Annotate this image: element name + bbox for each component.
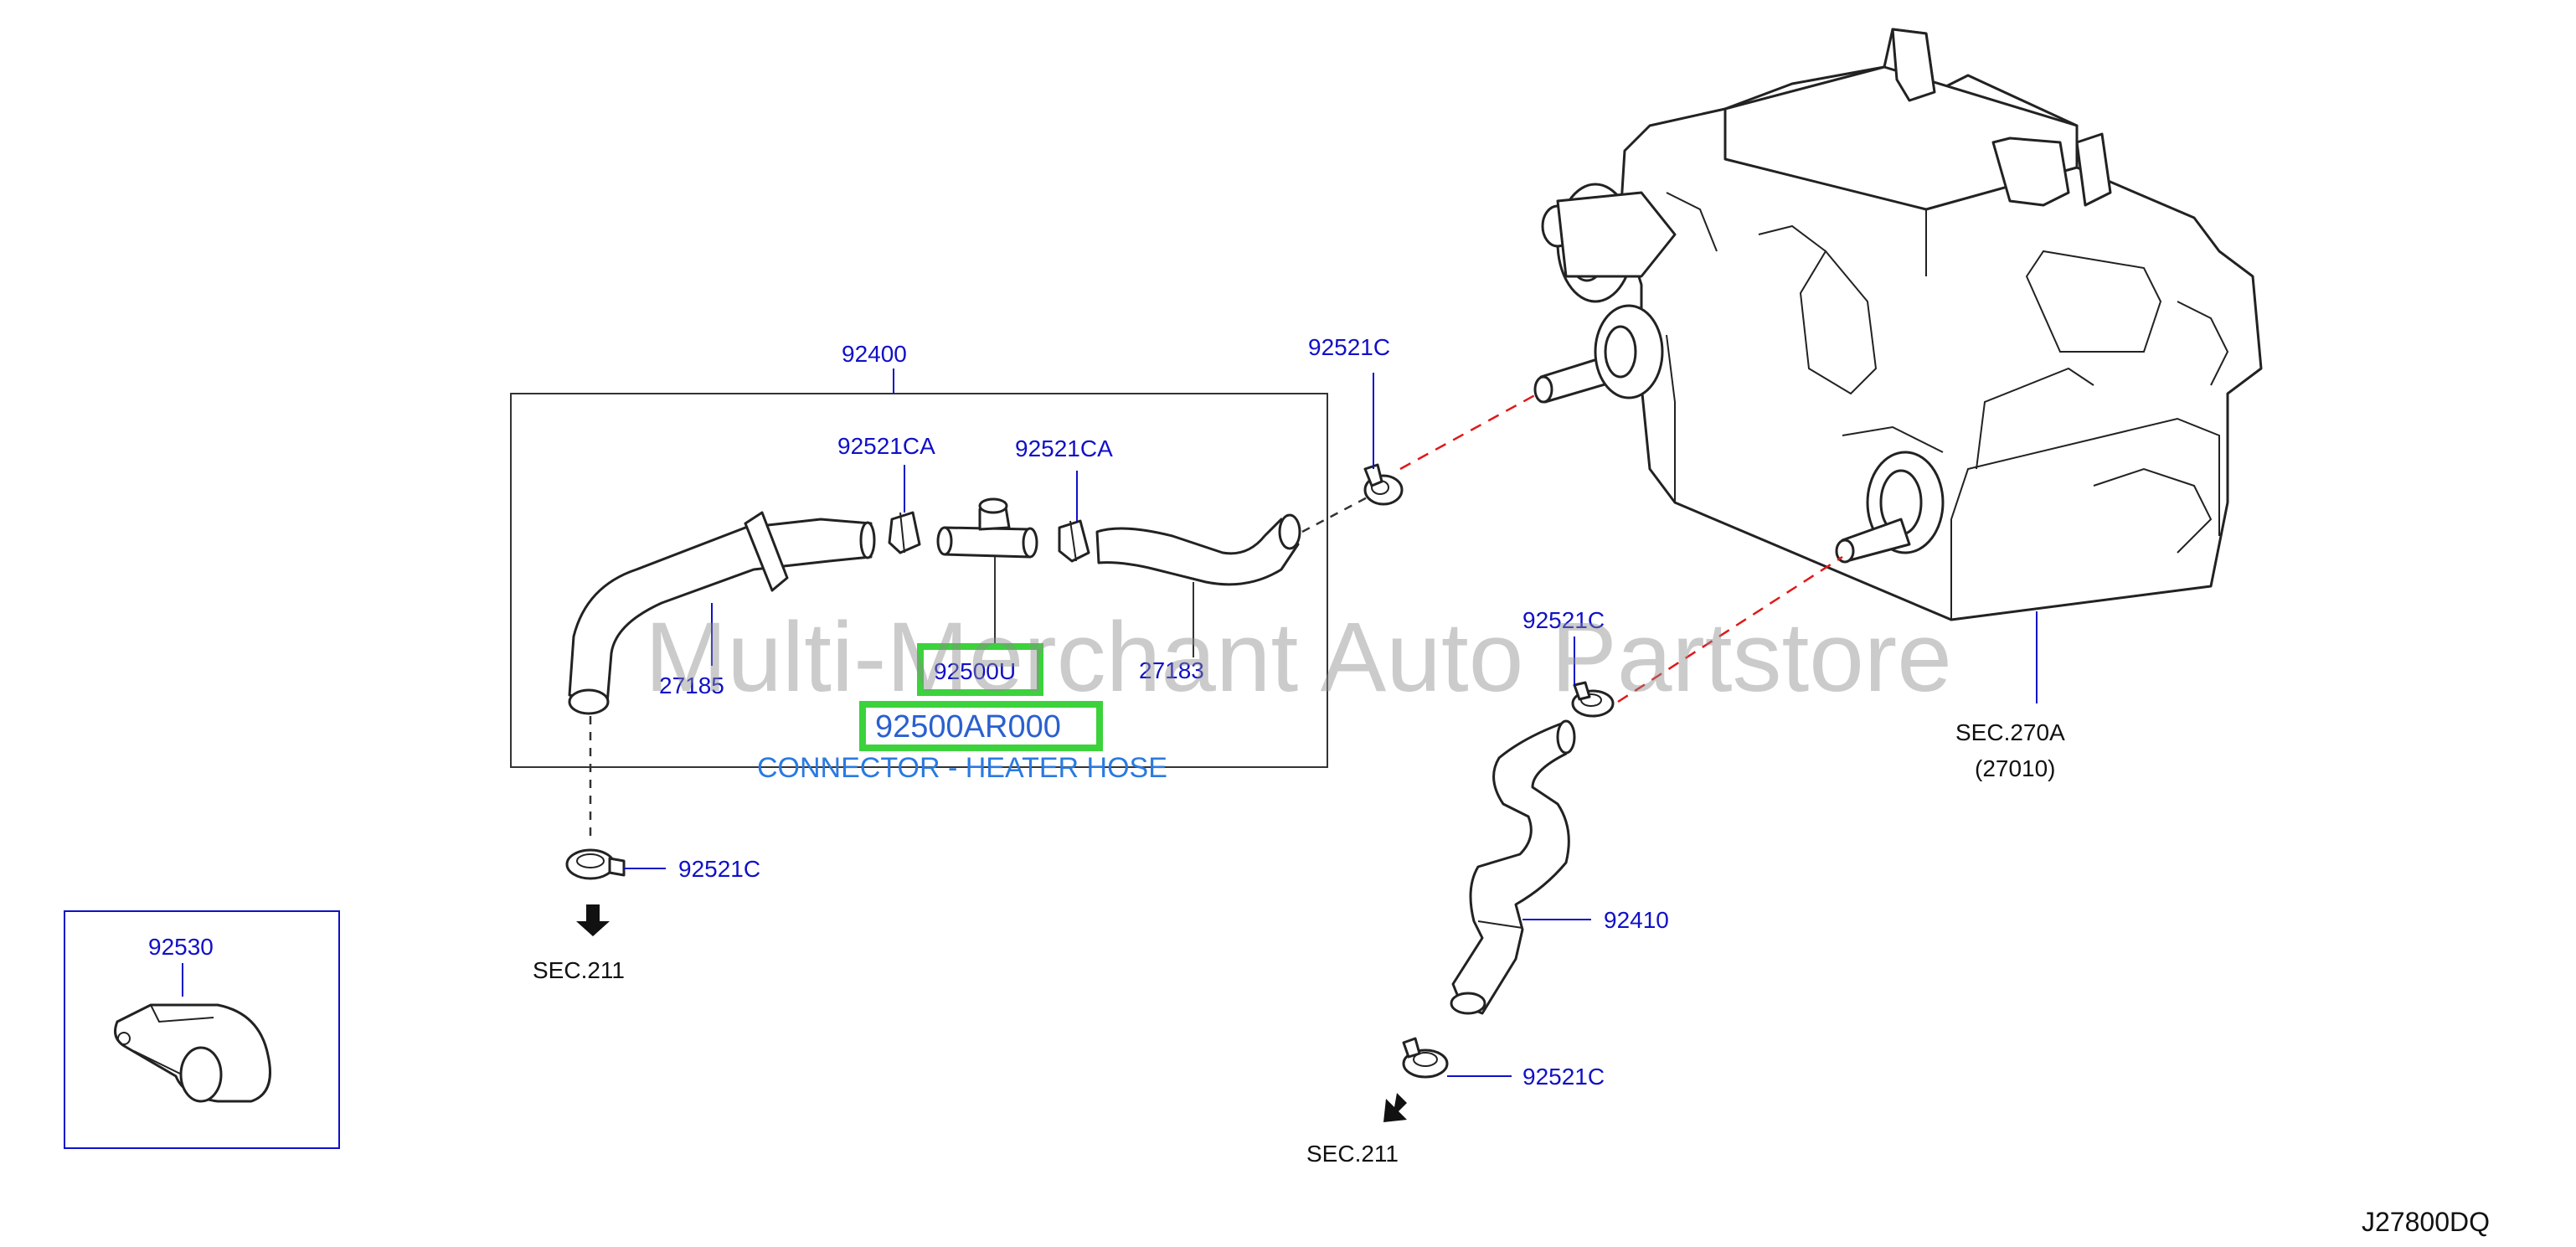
clamp-92521ca-right-drawing bbox=[1058, 519, 1090, 563]
dash-leader-27183 bbox=[1301, 492, 1374, 533]
section-sec270a: SEC.270A bbox=[1955, 719, 2065, 745]
hose-27183-drawing bbox=[1095, 513, 1301, 586]
highlight-box-92500u bbox=[917, 643, 1043, 696]
highlight-box-part-number bbox=[859, 701, 1103, 751]
label-92530: 92530 bbox=[148, 934, 214, 960]
label-27183: 27183 bbox=[1139, 657, 1204, 683]
highlight-description: CONNECTOR - HEATER HOSE bbox=[757, 752, 1167, 784]
diagram-code: J27800DQ bbox=[2362, 1207, 2490, 1237]
dash-leader-lower bbox=[1617, 555, 1843, 703]
connector-92500u-drawing bbox=[936, 497, 1038, 559]
hose-92410-drawing bbox=[1450, 719, 1576, 1015]
section-sec270a-sub: (27010) bbox=[1975, 755, 2056, 781]
label-92521c-mid: 92521C bbox=[1522, 607, 1605, 633]
arrow-sec211-bottom-icon bbox=[1383, 1093, 1407, 1122]
label-92521ca-right: 92521CA bbox=[1015, 435, 1113, 461]
dash-leader-upper bbox=[1399, 390, 1542, 471]
watermark: Multi-Merchant Auto Partstore bbox=[645, 602, 1952, 713]
clamp-92521c-bottom-drawing bbox=[1402, 1037, 1449, 1079]
highlight-part-number[interactable]: 92500AR000 bbox=[875, 709, 1061, 745]
grommet-92530-drawing bbox=[114, 1003, 271, 1103]
highlight-label-92500u: 92500U bbox=[934, 658, 1016, 684]
label-27185: 27185 bbox=[659, 672, 724, 698]
clamp-92521c-left-drawing bbox=[565, 848, 626, 880]
heater-unit-drawing bbox=[1533, 28, 2263, 621]
assembly-92400-box bbox=[510, 393, 1328, 768]
label-92521c-top: 92521C bbox=[1308, 334, 1390, 360]
arrow-sec211-left-icon bbox=[576, 904, 610, 936]
label-92410: 92410 bbox=[1604, 907, 1669, 933]
label-92521c-left: 92521C bbox=[678, 856, 760, 882]
clamp-92521c-top-drawing bbox=[1363, 463, 1404, 506]
hose-27185-drawing bbox=[568, 511, 876, 715]
clamp-92521ca-left-drawing bbox=[888, 511, 921, 554]
clamp-92521c-mid-drawing bbox=[1571, 681, 1615, 718]
section-sec211-left: SEC.211 bbox=[533, 957, 625, 983]
label-92521ca-left: 92521CA bbox=[837, 433, 935, 459]
inset-92530-box bbox=[64, 910, 340, 1149]
label-92521c-bottom: 92521C bbox=[1522, 1064, 1605, 1090]
section-sec211-bottom: SEC.211 bbox=[1306, 1141, 1399, 1167]
label-92400: 92400 bbox=[842, 341, 907, 367]
